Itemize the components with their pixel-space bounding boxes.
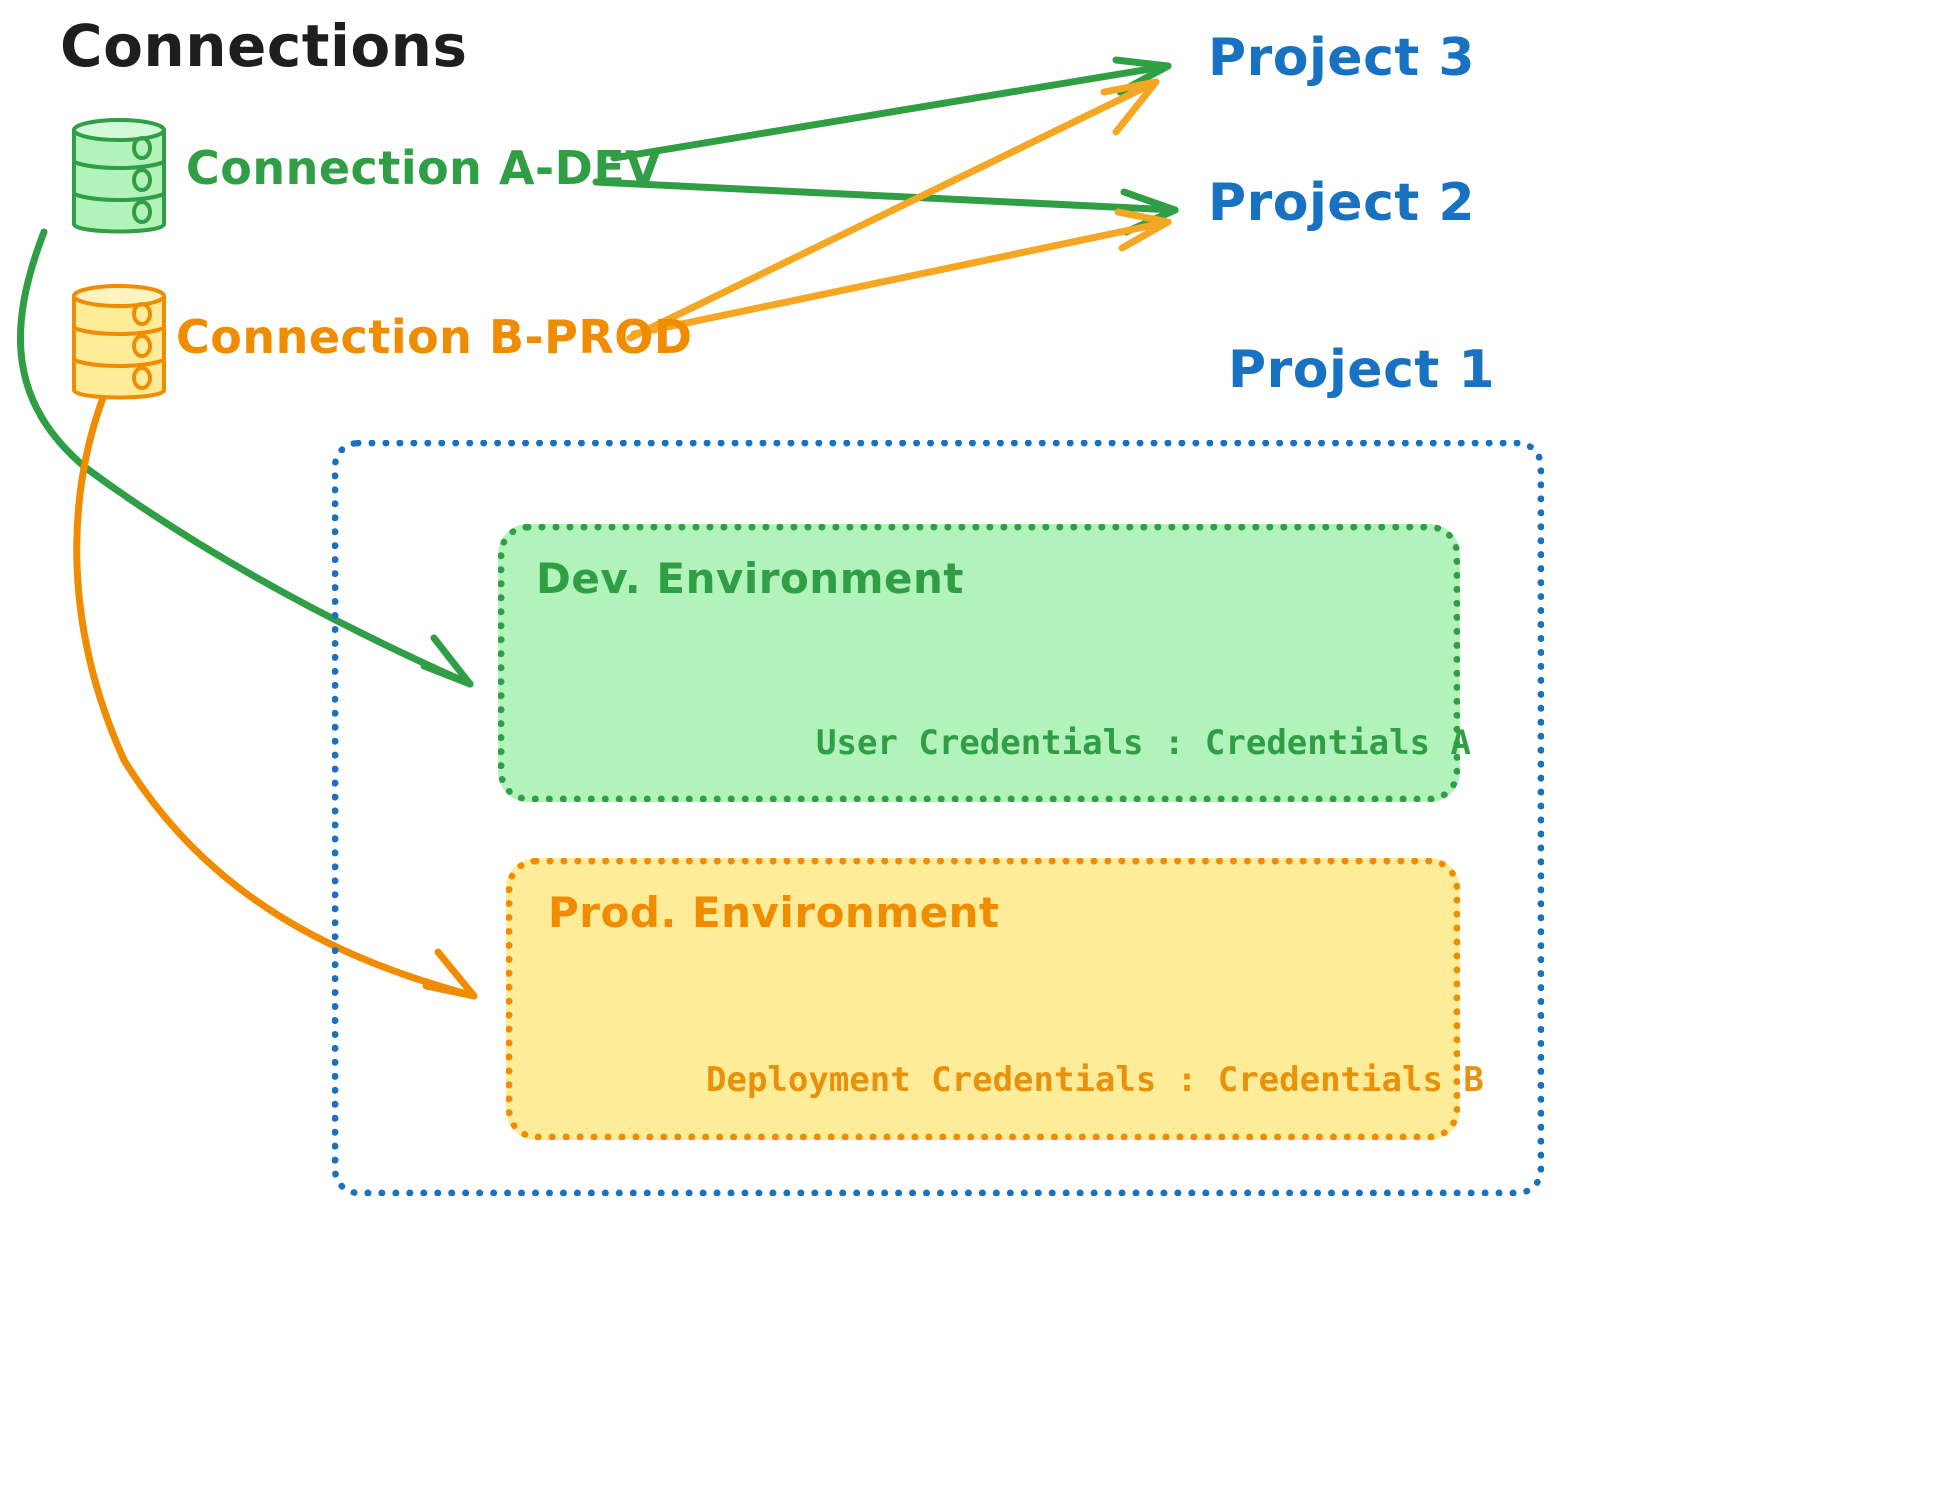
prod-environment-box[interactable]: [506, 858, 1460, 1140]
project-2-label[interactable]: Project 2: [1208, 173, 1476, 233]
prod-environment-title: Prod. Environment: [548, 888, 1000, 937]
connection-a-dev-label[interactable]: Connection A-DEV: [186, 141, 662, 195]
edge-conn-a-to-project-3: [610, 56, 1172, 162]
connection-b-prod-label[interactable]: Connection B-PROD: [176, 310, 693, 364]
prod-environment-credentials: Deployment Credentials : Credentials B: [706, 1060, 1484, 1100]
project-1-label[interactable]: Project 1: [1228, 340, 1496, 400]
edge-conn-a-to-project-2: [592, 178, 1179, 236]
dev-environment-credentials: User Credentials : Credentials A: [816, 723, 1472, 763]
project-3-label[interactable]: Project 3: [1208, 28, 1476, 88]
page-title: Connections: [60, 12, 468, 80]
dev-environment-title: Dev. Environment: [536, 554, 964, 603]
edge-conn-b-to-project-3: [626, 78, 1160, 342]
database-icon-connection-a: [72, 118, 166, 234]
database-icon-connection-b: [72, 284, 166, 400]
dev-environment-box[interactable]: [498, 524, 1460, 802]
project-1-container: [332, 440, 1544, 1196]
edge-conn-b-to-project-2: [630, 208, 1172, 338]
